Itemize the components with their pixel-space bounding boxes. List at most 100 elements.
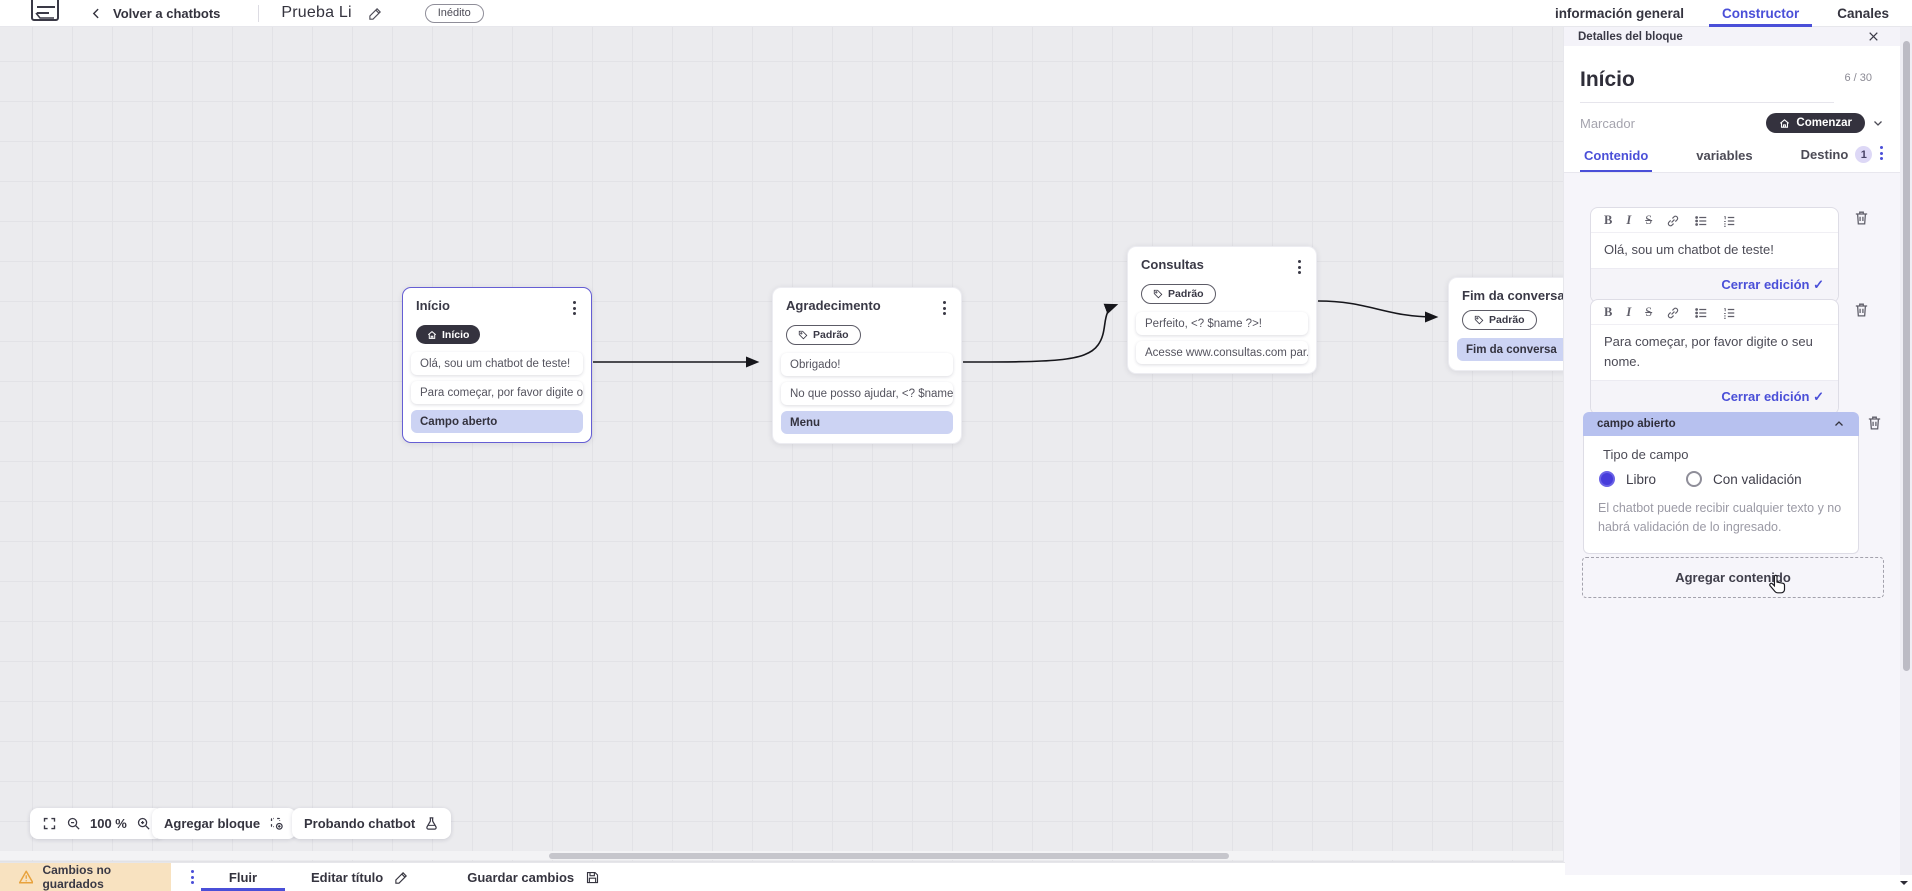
close-edit-button[interactable]: Cerrar edición ✓ (1721, 389, 1824, 405)
tab-constructor[interactable]: Constructor (1709, 0, 1812, 27)
scrollbar-thumb[interactable] (1902, 41, 1910, 671)
node-action-item[interactable]: Menu (781, 411, 953, 434)
node-message-item[interactable]: No que posso ajudar, <? $name ... (781, 382, 953, 405)
panel-vertical-scrollbar[interactable] (1900, 27, 1912, 875)
zoom-level: 100 % (90, 816, 127, 831)
radio-unselected-icon[interactable] (1686, 471, 1703, 487)
italic-button[interactable]: I (1626, 213, 1632, 227)
tab-contenido[interactable]: Contenido (1580, 148, 1652, 172)
delete-content-button[interactable] (1866, 414, 1883, 432)
marker-dropdown[interactable]: Comenzar (1766, 113, 1884, 133)
flow-menu-button[interactable] (186, 867, 199, 887)
block-name[interactable]: Início (1580, 68, 1834, 103)
fullscreen-icon[interactable] (42, 816, 57, 831)
close-panel-button[interactable] (1867, 30, 1880, 43)
bold-button[interactable]: B (1604, 213, 1613, 227)
tag-icon (798, 330, 808, 340)
radio-selected-icon[interactable] (1599, 471, 1615, 487)
node-action-item[interactable]: Fim da conversa (1457, 338, 1563, 361)
delete-content-button[interactable] (1853, 209, 1870, 227)
bullet-list-icon[interactable] (1694, 306, 1708, 320)
edit-title-button[interactable]: Editar título (303, 863, 417, 891)
save-changes-button[interactable]: Guardar cambios (459, 863, 608, 891)
tab-informacion-general[interactable]: información general (1554, 6, 1684, 21)
node-action-item[interactable]: Campo aberto (411, 410, 583, 433)
zoom-out-icon[interactable] (66, 816, 81, 831)
flow-node-agradecimento[interactable]: Agradecimento Padrão Obrigado!No que pos… (772, 287, 962, 444)
save-icon (587, 871, 599, 883)
node-menu-button[interactable] (568, 298, 581, 318)
field-helper-text: El chatbot puede recibir cualquier texto… (1598, 501, 1842, 535)
radio-option[interactable]: Libro (1599, 471, 1656, 487)
flow-node-consultas[interactable]: Consultas Padrão Perfeito, <? $name ?>! A… (1127, 246, 1317, 374)
italic-button[interactable]: I (1626, 305, 1632, 319)
tag-icon (1153, 289, 1163, 299)
radio-label: Libro (1626, 471, 1657, 487)
link-icon[interactable] (1666, 214, 1680, 228)
edit-title-label: Editar título (311, 869, 384, 885)
trash-icon (1855, 211, 1868, 225)
chevron-up-icon[interactable] (1833, 418, 1845, 430)
save-changes-label: Guardar cambios (467, 869, 575, 885)
node-items: Obrigado! No que posso ajudar, <? $name .… (781, 353, 953, 434)
zoom-controls: 100 % (30, 808, 163, 839)
radio-option[interactable]: Con validación (1686, 471, 1802, 487)
node-default-badge: Padrão (1141, 284, 1216, 304)
scrollbar-thumb[interactable] (549, 852, 1229, 859)
open-field-label: campo abierto (1597, 418, 1676, 430)
zoom-in-icon[interactable] (136, 816, 151, 831)
node-title: Início (416, 298, 450, 313)
node-message-item[interactable]: Para começar, por favor digite o ... (411, 381, 583, 404)
delete-content-button[interactable] (1853, 301, 1870, 319)
message-text-input[interactable]: Olá, sou um chatbot de teste! (1591, 233, 1838, 269)
node-title: Consultas (1141, 257, 1204, 272)
scroll-corner-arrow-icon (1900, 881, 1908, 885)
node-message-item[interactable]: Perfeito, <? $name ?>! (1136, 312, 1308, 335)
flow-canvas[interactable]: Início Início Olá, sou um chatbot de tes… (0, 27, 1563, 862)
canvas-horizontal-scrollbar[interactable] (0, 851, 1563, 860)
node-start-badge: Início (416, 325, 481, 344)
node-menu-button[interactable] (938, 298, 951, 318)
tab-destino[interactable]: Destino 1 (1797, 146, 1877, 172)
close-edit-button[interactable]: Cerrar edición ✓ (1721, 277, 1824, 293)
message-editor: B I S Olá, sou um chatbot de teste! Cerr… (1590, 207, 1839, 304)
open-field-header[interactable]: campo abierto (1583, 412, 1859, 436)
home-icon (427, 330, 437, 339)
add-block-label: Agregar bloque (164, 816, 261, 831)
flow-node-fim-da-conversa[interactable]: Fim da conversa Padrão Fim da conversa (1448, 277, 1563, 371)
marker-pill[interactable]: Comenzar (1766, 113, 1865, 133)
bold-button[interactable]: B (1604, 305, 1613, 319)
message-text-input[interactable]: Para começar, por favor digite o seu nom… (1591, 325, 1838, 381)
strikethrough-button[interactable]: S (1645, 213, 1653, 227)
bottom-bar: Cambios no guardados Fluir Editar título… (0, 862, 1565, 891)
flask-icon (426, 817, 437, 830)
home-icon (1780, 118, 1790, 128)
ordered-list-icon[interactable] (1722, 306, 1736, 320)
back-to-chatbots-button[interactable]: Volver a chatbots (90, 6, 220, 21)
bullet-list-icon[interactable] (1694, 214, 1708, 228)
add-block-button[interactable]: Agregar bloque (152, 808, 297, 839)
tab-variables[interactable]: variables (1696, 148, 1753, 163)
node-message-item[interactable]: Acesse www.consultas.com par... (1136, 341, 1308, 364)
node-message-item[interactable]: Olá, sou um chatbot de teste! (411, 352, 583, 375)
node-menu-button[interactable] (1293, 257, 1306, 277)
flow-node-inicio[interactable]: Início Início Olá, sou um chatbot de tes… (402, 287, 592, 443)
node-message-item[interactable]: Obrigado! (781, 353, 953, 376)
strikethrough-button[interactable]: S (1645, 305, 1653, 319)
ordered-list-icon[interactable] (1722, 214, 1736, 228)
panel-menu-button[interactable] (1875, 143, 1888, 163)
node-items: Perfeito, <? $name ?>! Acesse www.consult… (1136, 312, 1308, 364)
tab-canales[interactable]: Canales (1837, 6, 1889, 21)
unsaved-changes-status: Cambios no guardados (0, 863, 171, 891)
chevron-left-icon (92, 8, 99, 18)
test-chatbot-button[interactable]: Probando chatbot (292, 808, 452, 839)
edit-bot-title-button[interactable] (368, 6, 383, 21)
status-badge: Inédito (424, 3, 484, 23)
chevron-down-icon (1874, 121, 1882, 126)
link-icon[interactable] (1666, 306, 1680, 320)
tab-fluir[interactable]: Fluir (201, 863, 285, 891)
panel-header: Detalles del bloque (1564, 27, 1912, 46)
add-content-button[interactable]: Agregar contenido (1582, 557, 1884, 598)
pencil-icon (395, 871, 408, 884)
